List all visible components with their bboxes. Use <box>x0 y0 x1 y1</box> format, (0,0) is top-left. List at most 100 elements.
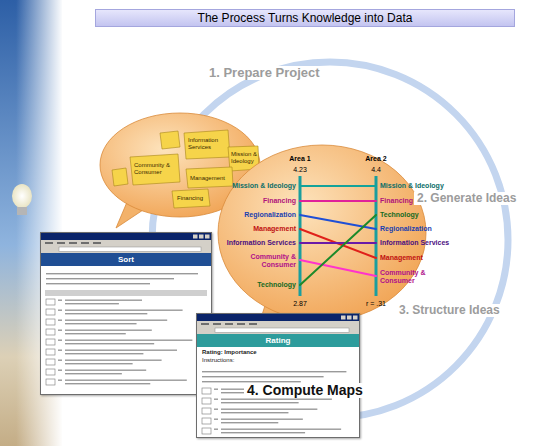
input-box <box>46 299 55 305</box>
window-text: Instructions: <box>202 357 354 365</box>
cluster-label: Management <box>380 254 423 262</box>
screenshot-window: RatingRating: ImportanceInstructions: <box>196 313 360 438</box>
input-box <box>202 428 211 434</box>
page-header-bar: Sort <box>41 253 211 266</box>
ladder-axes <box>300 176 376 296</box>
bulb-base <box>17 207 27 215</box>
puzzle-label: Community & Consumer <box>134 162 176 175</box>
text-line <box>65 353 143 354</box>
ladder-line <box>300 215 376 285</box>
text-line <box>221 429 341 430</box>
input-box <box>46 369 55 375</box>
slide-title: The Process Turns Knowledge into Data <box>198 11 413 25</box>
text-line <box>221 399 332 400</box>
axis-value: 2.87 <box>293 300 307 308</box>
text-line <box>65 320 167 321</box>
puzzle-piece <box>184 130 230 159</box>
ladder-line <box>300 215 376 229</box>
axis-value: 4.23 <box>293 166 307 174</box>
text-line <box>46 273 198 274</box>
text-line <box>65 340 192 341</box>
puzzle-piece <box>186 167 233 188</box>
toolbar <box>197 321 360 334</box>
text-line <box>65 380 187 381</box>
page-content <box>197 369 360 437</box>
cluster-label: Mission & Ideology <box>380 182 444 190</box>
text-line <box>46 283 150 284</box>
cluster-label: Financing <box>263 197 296 205</box>
text-line <box>58 300 62 301</box>
puzzle-label: Financing <box>177 195 203 202</box>
input-box <box>202 408 211 414</box>
text-line <box>214 419 218 420</box>
cluster-label: Information Services <box>380 239 449 247</box>
text-line <box>221 409 317 410</box>
puzzle-label: Management <box>190 175 225 182</box>
ladder-line <box>300 200 376 202</box>
window-titlebar <box>197 314 360 321</box>
browser-chrome <box>41 233 212 253</box>
window-button <box>347 316 352 320</box>
text-line <box>65 373 122 374</box>
text-line <box>202 371 346 372</box>
cluster-label: Financing <box>380 197 413 205</box>
input-box <box>46 349 55 355</box>
text-line <box>58 310 62 311</box>
input-box <box>46 309 55 315</box>
input-box <box>202 388 211 394</box>
text-line <box>46 278 174 279</box>
cluster-label: Regionalization <box>244 211 296 219</box>
text-line <box>65 310 183 311</box>
cluster-label: Information Services <box>227 239 296 247</box>
cluster-label: Mission & Ideology <box>232 182 296 190</box>
step-label: 2. Generate Ideas <box>414 192 519 205</box>
table-header <box>45 290 207 296</box>
text-line <box>221 412 288 413</box>
window-titlebar <box>41 233 212 240</box>
ladder-line <box>300 229 376 258</box>
text-line <box>202 376 324 377</box>
text-line <box>214 429 218 430</box>
puzzle-label: Information Services <box>188 137 228 150</box>
address-field <box>215 328 349 333</box>
window-button <box>199 235 204 239</box>
step-label: 1. Prepare Project <box>206 66 323 80</box>
input-box <box>46 329 55 335</box>
axis-title: Area 1 <box>289 155 310 163</box>
ladder-axis <box>299 176 302 296</box>
text-line <box>221 402 299 403</box>
address-field <box>59 247 201 252</box>
menu-item <box>57 242 65 244</box>
puzzle-piece <box>172 189 210 208</box>
axis-title: Area 2 <box>365 155 386 163</box>
cluster-label: Technology <box>257 281 296 289</box>
text-line <box>58 370 62 371</box>
ladder-axis <box>375 176 378 296</box>
cluster-label: Regionalization <box>380 225 432 233</box>
cluster-label: Management <box>253 225 296 233</box>
step-label: 3. Structure Ideas <box>396 304 503 317</box>
browser-chrome <box>197 314 360 334</box>
axis-value: 4.4 <box>371 166 381 174</box>
text-line <box>65 333 126 334</box>
input-box <box>46 379 55 385</box>
window-button <box>205 235 210 239</box>
text-line <box>58 320 62 321</box>
input-box <box>46 319 55 325</box>
speech-bubble <box>218 145 426 321</box>
title-bar: The Process Turns Knowledge into Data <box>95 9 515 27</box>
text-line <box>214 389 218 390</box>
text-line <box>214 409 218 410</box>
text-line <box>65 370 146 371</box>
input-box <box>46 359 55 365</box>
text-line <box>58 360 62 361</box>
window-heading: Sort <box>118 255 134 264</box>
puzzle-piece <box>112 168 128 186</box>
toolbar <box>41 240 212 253</box>
ladder-line <box>300 185 376 187</box>
text-line <box>221 419 303 420</box>
menu-item <box>237 323 245 325</box>
step-label: 4. Compute Maps <box>244 383 366 398</box>
cluster-label: Community & Consumer <box>380 269 434 284</box>
